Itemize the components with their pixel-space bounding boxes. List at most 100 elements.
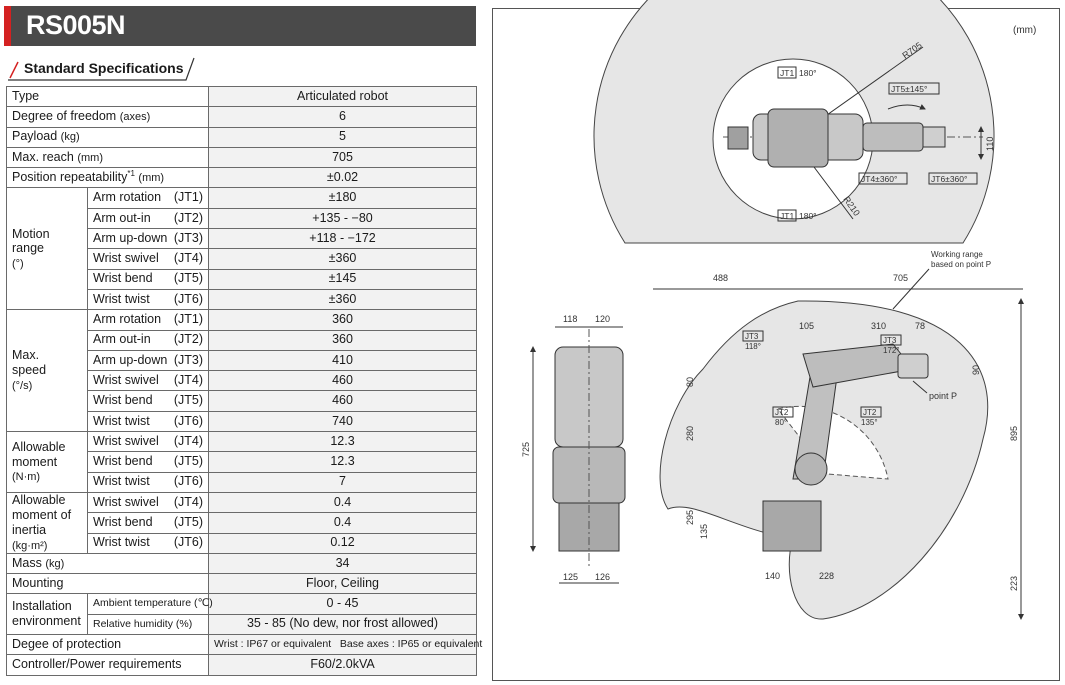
speed-row-name: Wrist twist(JT6) [86,410,210,433]
motion-name: Wrist bend [93,271,153,286]
side-jt2-joint [794,452,828,486]
top-robot-flange [922,126,946,148]
install-value: 0 - 45 [208,593,478,615]
motion-row-name: Wrist swivel(JT4) [86,248,210,270]
install-row-name: Relative humidity (%) [86,613,210,636]
side-d140: 140 [765,571,780,581]
install-value: 35 - 85 (No dew, nor frost allowed) [208,613,478,636]
inertia-value: 0.4 [208,491,478,514]
front-w125: 125 [563,572,578,582]
reach-unit: (mm) [77,151,103,164]
motion-jt: (JT5) [173,271,204,286]
side-d80: 80 [685,377,695,387]
mass-value: 34 [208,552,478,575]
top-jt4-box [858,172,908,185]
table-row: Wrist twist(JT6) 740 [7,410,478,433]
speed-row-name: Arm out-in(JT2) [86,329,210,351]
reach-label-text: Max. reach [12,149,74,164]
repeat-unit: (mm) [138,172,165,185]
speed-value: 360 [208,329,478,351]
speed-name: Arm out-in [93,332,151,347]
table-row: Payload (kg) 5 [5,126,478,148]
top-jt6-box [928,172,978,185]
motion-value: ±360 [208,288,478,311]
type-label: Type [5,85,210,108]
table-row: Wrist bend(JT5) ±145 [7,268,478,290]
speed-row-name: Wrist bend (JT5) [86,390,210,412]
motion-unit: (°) [12,258,24,271]
top-view: R705 R210 110 JT1 180° JT1 180° JT5±145°… [593,0,995,244]
side-wr-leader [892,268,930,310]
page-title: RS005N [26,10,126,40]
table-row: Controller/Power requirements F60/2.0kVA [5,654,478,676]
table-row: Wrist twist(JT6) 0.12 [7,532,478,554]
repeat-label-text: Position repeatability [12,170,128,185]
side-d295: 295 [685,510,695,525]
table-row: Wrist swivel(JT4) 460 [7,370,478,392]
inertia-jt: (JT4) [173,494,204,509]
reach-value: 705 [208,146,478,169]
motion-row-name: Wrist twist(JT6) [86,288,210,311]
dof-unit: (axes) [119,111,151,124]
dimension-drawing: (mm) R705 R210 110 JT1 180° JT1 180 [492,0,1060,681]
mass-label: Mass (kg) [5,552,210,575]
top-jt5-arrow [887,104,926,110]
motion-name: Arm out-in [93,210,151,225]
speed-value: 460 [208,390,478,412]
speed-jt: (JT5) [173,393,204,408]
inertia-name: Wrist swivel [93,494,159,509]
moment-name: Wrist bend [93,454,153,469]
front-w118: 118 [563,314,577,324]
table-row: Wrist twist(JT6) ±360 [7,288,478,311]
speed-row-name: Wrist swivel(JT4) [86,370,210,392]
table-row: Max. reach (mm) 705 [5,146,478,169]
front-w120: 120 [595,314,610,324]
top-jt1a-box [777,66,797,79]
section-title: Standard Specifications [24,60,184,76]
section-heading-frame [8,57,195,81]
front-view: 118 120 725 125 126 [521,314,626,584]
speed-value: 460 [208,370,478,392]
table-row: Wrist bend(JT5) 0.4 [7,512,478,534]
top-jt1b-v: 180° [799,211,817,221]
moment-value: 12.3 [208,451,478,473]
mounting-value: Floor, Ceiling [208,573,478,595]
inertia-l1: Allowable [12,493,66,508]
inertia-jt: (JT6) [173,535,204,550]
table-row: Arm out-in(JT2) +135 - −80 [7,207,478,230]
side-jt3a: JT3 [745,332,759,341]
top-jt1b: JT1 [780,211,794,221]
mounting-label: Mounting [5,573,210,595]
top-jt1a: JT1 [780,68,794,78]
motion-row-name: Arm rotation(JT1) [86,187,210,209]
table-row: Type Articulated robot [5,85,478,108]
motion-row-name: Arm out-in(JT2) [86,207,210,230]
install-l2: environment [12,614,81,629]
speed-value: 740 [208,410,478,433]
motion-name: Arm rotation [93,190,162,205]
table-row: Wrist bend(JT5) 12.3 [7,451,478,473]
inertia-unit: (kg·m²) [12,539,48,552]
table-row: Mounting Floor, Ceiling [5,573,478,595]
inertia-row-name: Wrist bend(JT5) [86,512,210,534]
type-value: Articulated robot [208,85,478,108]
inertia-name: Wrist bend [93,515,153,529]
side-d310: 310 [871,321,886,331]
side-d228: 228 [819,571,834,581]
protection-label: Degee of protection [5,634,210,656]
install-row-name: Ambient temperature (℃) [86,593,213,615]
inertia-row-name: Wrist twist(JT6) [86,532,210,554]
table-row: Max.speed(°/s) Arm rotation(JT1) 360 [6,309,478,433]
repeat-value: ±0.02 [208,167,478,189]
speed-row-name: Arm rotation(JT1) [86,309,210,331]
table-row: Arm up-down(JT3) +118 - −172 [7,228,478,250]
top-jt1b-box [777,209,797,222]
top-jt5: JT5±145° [891,84,927,94]
motion-name: Arm up-down [93,230,168,245]
table-row: Wrist swivel(JT4) ±360 [7,248,478,270]
speed-name: Wrist bend [93,393,153,408]
spec-table: Type Articulated robot Degree of freedom… [5,85,482,676]
